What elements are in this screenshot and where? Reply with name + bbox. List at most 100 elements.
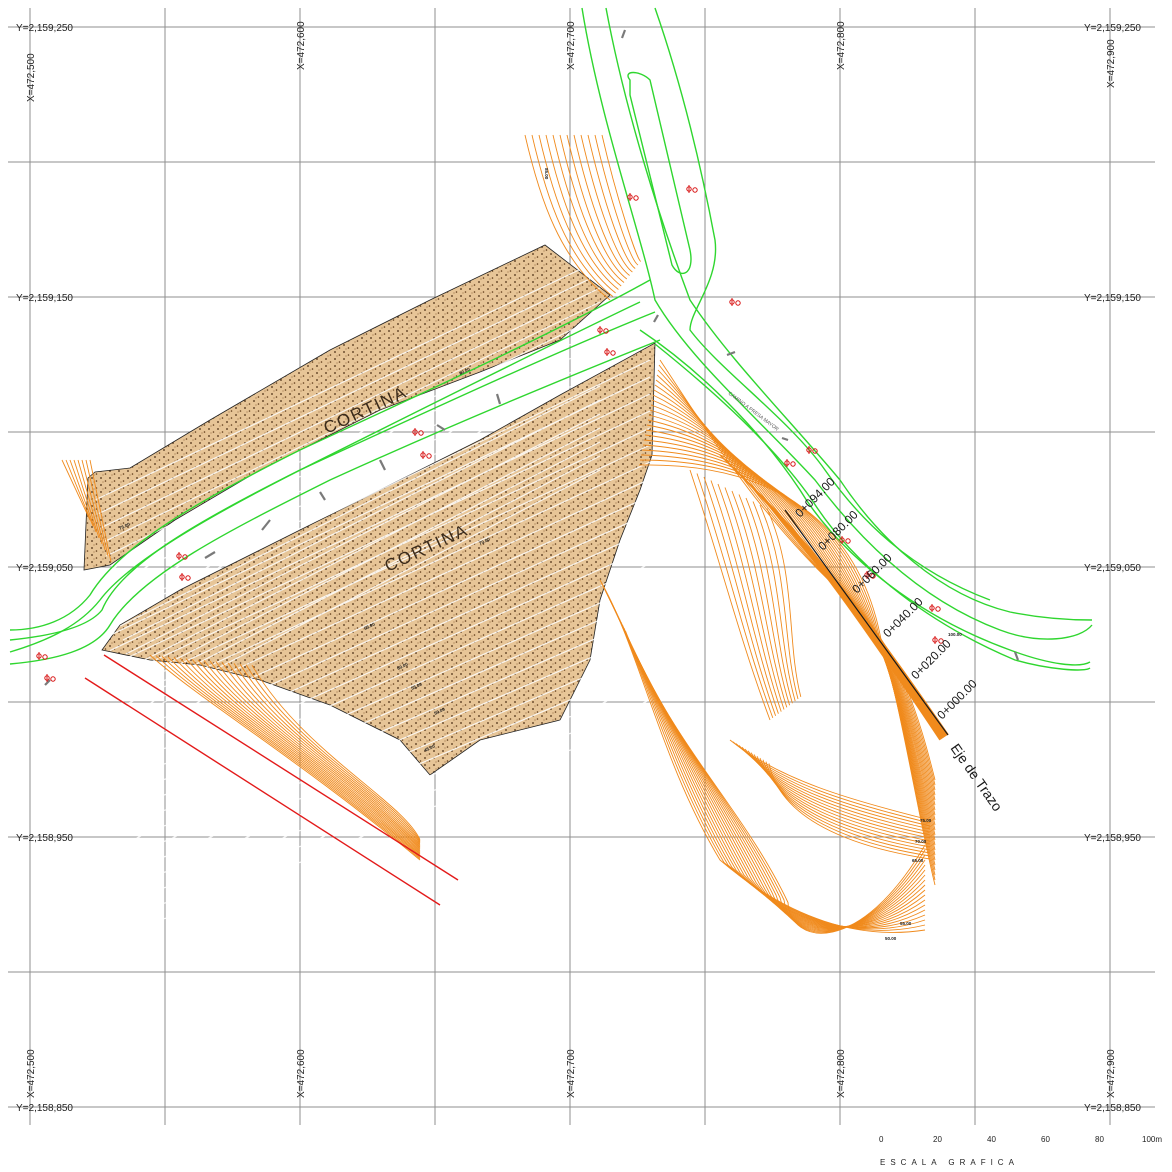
contour-label: 85.00 (544, 168, 549, 180)
x-coordinate-label-top: X=472,800 (836, 21, 847, 70)
survey-marker-icon (604, 348, 616, 356)
dam-stripe (109, 359, 651, 621)
station-label: 0+040.00 (880, 594, 926, 640)
x-coordinate-label-bottom: X=472,900 (1106, 1049, 1117, 1098)
contour-line (717, 483, 782, 712)
dam-stripe (109, 597, 651, 835)
dam-stripe (109, 563, 651, 805)
contour-line (538, 134, 616, 294)
road-tick (495, 393, 502, 405)
survey-marker-icon (44, 674, 56, 682)
y-coordinate-label-right: Y=2,158,950 (1084, 833, 1141, 844)
dam-stripe (109, 614, 651, 851)
dam-stripe (122, 399, 601, 641)
y-coordinate-label-left: Y=2,159,150 (16, 293, 73, 304)
contour-line (658, 364, 936, 786)
y-coordinate-label-right: Y=2,159,050 (1084, 563, 1141, 574)
contour-label: 60.00 (396, 661, 409, 671)
contour-line (724, 487, 785, 710)
contour-line (765, 761, 931, 857)
survey-marker-icon (627, 193, 639, 201)
contour-line (689, 469, 771, 721)
road-tick (436, 424, 446, 431)
contour-line (738, 494, 791, 706)
dam-stripe (125, 413, 601, 655)
centerline-axis (784, 509, 949, 736)
contour-label: 65.00 (912, 858, 924, 863)
road-tick (44, 679, 51, 686)
dam-contour-stripes (94, 259, 651, 942)
eje-label: Eje de Trazo (948, 741, 1006, 815)
dam-stripe (109, 631, 651, 866)
contour-line (191, 658, 421, 852)
survey-marker-icon (420, 451, 432, 459)
dam-stripe (109, 665, 651, 896)
dam-stripe (119, 385, 601, 627)
road-tick (726, 350, 736, 357)
survey-marker-icon (864, 571, 876, 579)
scale-tick-label: 80 (1095, 1135, 1104, 1144)
contour-line (759, 757, 931, 851)
contour-line (696, 473, 774, 719)
contour-line (155, 655, 421, 860)
contour-labels: 80.00 85.00 75.00 70.00 65.00 60.00 55.0… (118, 168, 962, 941)
dam-stripe (109, 716, 651, 942)
contour-line (245, 664, 421, 842)
contour-line (85, 459, 109, 557)
y-coordinate-label-left: Y=2,159,050 (16, 563, 73, 574)
x-coordinate-label-bottom: X=472,500 (26, 1049, 37, 1098)
contour-line (656, 374, 936, 796)
contour-line (73, 459, 100, 539)
dam-stripe (117, 371, 601, 613)
road-tick (379, 459, 386, 471)
contour-line (641, 449, 936, 871)
station-label: 0+000.00 (934, 676, 980, 722)
x-coordinate-label-top: X=472,900 (1106, 39, 1117, 88)
scale-tick-label: 20 (933, 1135, 942, 1144)
contour-line (61, 459, 91, 521)
contour-label: 70.00 (478, 536, 491, 546)
contour-label: 75.00 (118, 521, 131, 531)
dam-stripe (109, 444, 651, 698)
contour-line (173, 657, 421, 856)
contour-line (731, 490, 788, 708)
contour-line (251, 664, 421, 840)
survey-marker-icon (597, 326, 609, 334)
contour-line (638, 464, 936, 886)
dam-stripe (105, 315, 601, 557)
survey-marker-icon (729, 298, 741, 306)
dam-stripe (97, 273, 601, 515)
dam-stripe (109, 461, 651, 713)
x-coordinate-label-bottom: X=472,600 (296, 1049, 307, 1098)
contour-line (221, 661, 421, 846)
x-coordinate-label-top: X=472,500 (26, 53, 37, 102)
dam-stripe (103, 301, 601, 543)
dam-stripe (109, 580, 651, 820)
contour-label: 55.00 (410, 681, 423, 691)
road-alignment (9, 7, 1093, 671)
y-coordinate-label-right: Y=2,159,250 (1084, 23, 1141, 34)
road-tick (653, 314, 659, 323)
contour-line (601, 582, 926, 931)
contour-line (710, 480, 779, 714)
contour-line (524, 134, 611, 301)
contour-line (745, 497, 793, 704)
dam-stripe (94, 259, 601, 501)
dam-stripe (109, 546, 651, 789)
contour-line (759, 504, 799, 700)
station-label: 0+020.00 (908, 636, 954, 682)
contour-line (746, 481, 949, 736)
contour-line (239, 663, 421, 843)
contour-line (645, 429, 936, 851)
contour-line (642, 444, 936, 866)
road-tick (204, 551, 216, 559)
contour-line (566, 134, 628, 280)
contour-line (89, 459, 112, 563)
contour-line (81, 459, 106, 551)
scale-tick-label: 100m (1142, 1135, 1162, 1144)
contour-line (573, 134, 630, 276)
scale-tick-label: 0 (879, 1135, 884, 1144)
dam-stripe (109, 529, 651, 774)
x-coordinate-label-bottom: X=472,800 (836, 1049, 847, 1098)
